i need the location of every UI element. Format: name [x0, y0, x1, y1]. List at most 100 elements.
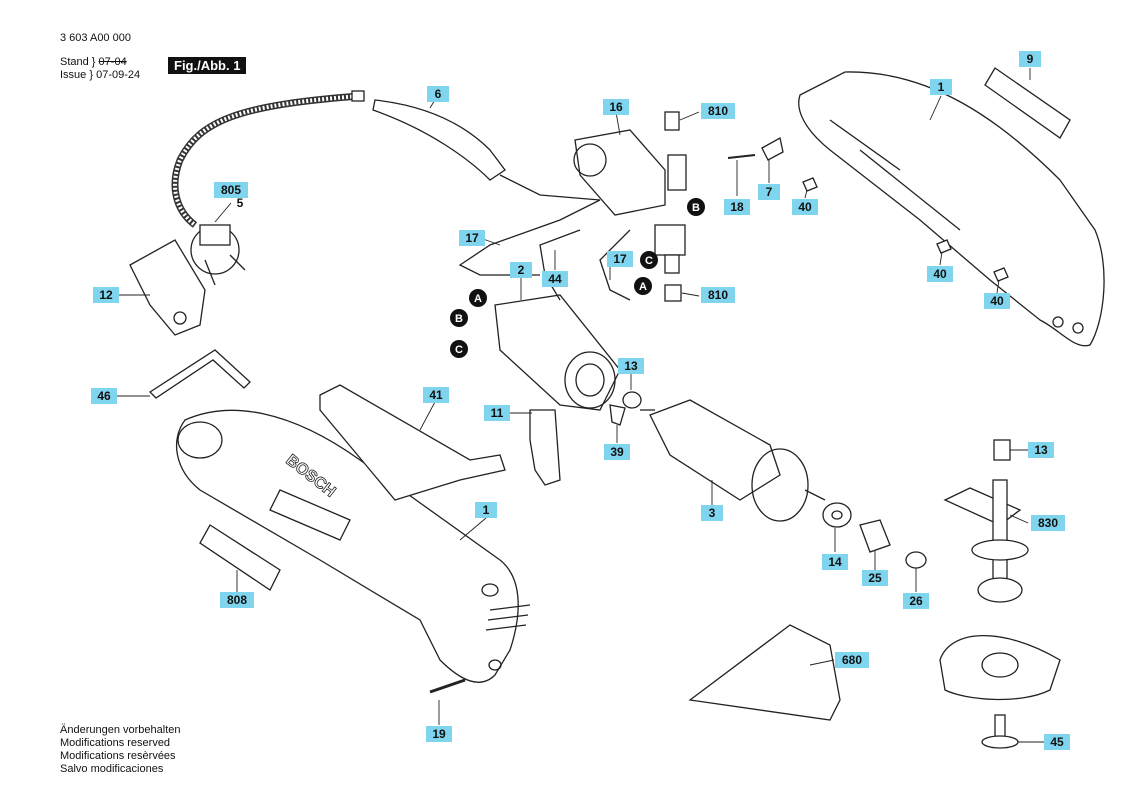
document-number: 3 603 A00 000: [60, 32, 131, 44]
screw-washer: [981, 735, 1019, 749]
connector-callout-cC1: C: [450, 340, 468, 358]
cable-clamp-7: [761, 137, 784, 161]
footer-line-fr: Modifications resèrvées: [60, 750, 176, 762]
part-label-box: [792, 199, 818, 215]
part-label-text: 12: [99, 288, 113, 302]
part-label-p3: 3: [701, 505, 723, 521]
part-label-p13b: 13: [1028, 442, 1054, 458]
bracket: [319, 384, 506, 501]
footer-notes: Änderungen vorbehalten Modifications res…: [60, 724, 180, 776]
part-label-box: [1019, 51, 1041, 67]
housing-half-left: [175, 409, 531, 683]
part-label-p41: 41: [423, 387, 449, 403]
part-label-text: 39: [610, 445, 624, 459]
carbon-brush-top: [664, 111, 680, 131]
part-label-text: 41: [429, 388, 443, 402]
bushing-25: [859, 519, 891, 553]
wire-44: [539, 229, 581, 301]
issue-label: Issue: [60, 69, 87, 81]
part-label-text: 3: [709, 506, 716, 520]
clip: [609, 404, 626, 426]
allen-key: [148, 349, 251, 399]
part-label-text: 810: [708, 288, 728, 302]
callout-letter: C: [645, 255, 653, 267]
part-label-box: [607, 251, 633, 267]
nut-40b: [936, 239, 952, 254]
part-label-box: [930, 79, 952, 95]
part-label-p6: 6: [427, 86, 449, 102]
part-label-text: 40: [933, 267, 947, 281]
part-label-box: [603, 99, 629, 115]
screw-19: [429, 678, 466, 694]
part-label-text: 2: [518, 263, 525, 277]
part-label-text: 810: [708, 104, 728, 118]
callout-circle: [634, 277, 652, 295]
connector-callout-cA1: A: [469, 289, 487, 307]
bushing-13: [993, 439, 1011, 461]
part-label-text: 13: [624, 359, 638, 373]
part-label-box: [724, 199, 750, 215]
part-label-p18: 18: [724, 199, 750, 215]
bearing-26: [905, 551, 927, 569]
part-label-p810b: 810: [701, 287, 735, 303]
part-label-p12: 12: [93, 287, 119, 303]
part-label-text: 13: [1034, 443, 1048, 457]
part-label-box: [484, 405, 510, 421]
callout-circle: [687, 198, 705, 216]
carbon-brush-middle: [664, 254, 680, 274]
callout-circle: [469, 289, 487, 307]
part-label-p45: 45: [1044, 734, 1070, 750]
part-label-p40b: 40: [927, 266, 953, 282]
part-label-text: 1: [938, 80, 945, 94]
rating-plate-808: [199, 524, 281, 591]
part-label-p5: 5: [237, 196, 244, 210]
part-label-box: [475, 502, 497, 518]
callout-letter: C: [455, 344, 463, 356]
part-label-box: [1028, 442, 1054, 458]
footer-line-es: Salvo modificaciones: [60, 763, 164, 775]
part-label-p7: 7: [758, 184, 780, 200]
part-label-text: 17: [613, 252, 627, 266]
part-label-text: 16: [609, 100, 623, 114]
part-label-box: [758, 184, 780, 200]
callout-circle: [450, 309, 468, 327]
part-label-text: 17: [465, 231, 479, 245]
figure-label: Fig./Abb. 1: [168, 57, 247, 74]
part-label-box: [220, 592, 254, 608]
part-label-box: [903, 593, 929, 609]
callout-letter: A: [474, 293, 482, 305]
cord-strain-relief: [372, 99, 506, 181]
part-label-text: 19: [432, 727, 446, 741]
connector-callout-cB2: B: [687, 198, 705, 216]
callout-letter: A: [639, 281, 647, 293]
part-label-box: [542, 271, 568, 287]
part-label-text: 25: [868, 571, 882, 585]
part-label-text: 14: [828, 555, 842, 569]
part-label-box: [618, 358, 644, 374]
housing-half-right: [798, 71, 1105, 347]
bearing-bushing: [622, 391, 642, 409]
part-label-text: 1: [483, 503, 490, 517]
revision-block: Stand } 07-04 Issue } 07-09-24: [60, 56, 141, 81]
switch-assembly: [573, 129, 687, 256]
part-label-p805: 805: [214, 182, 248, 198]
brush-holder: [529, 409, 561, 486]
part-label-box: [984, 293, 1010, 309]
part-label-text: 9: [1027, 52, 1034, 66]
part-label-box: [604, 444, 630, 460]
spindle-plate: [943, 487, 1022, 526]
callout-letter: B: [455, 313, 463, 325]
part-label-text: 45: [1050, 735, 1064, 749]
part-label-p810a: 810: [701, 103, 735, 119]
clamping-screw: [994, 714, 1006, 738]
blade-hub: [981, 652, 1019, 678]
plug-holder-plate: [129, 239, 206, 336]
part-label-box: [862, 570, 888, 586]
footer-line-de: Änderungen vorbehalten: [60, 724, 181, 736]
part-label-box: [93, 287, 119, 303]
issue-value: 07-09-24: [96, 69, 141, 81]
part-label-p9: 9: [1019, 51, 1041, 67]
cord-end: [351, 90, 365, 102]
part-label-box: [701, 505, 723, 521]
